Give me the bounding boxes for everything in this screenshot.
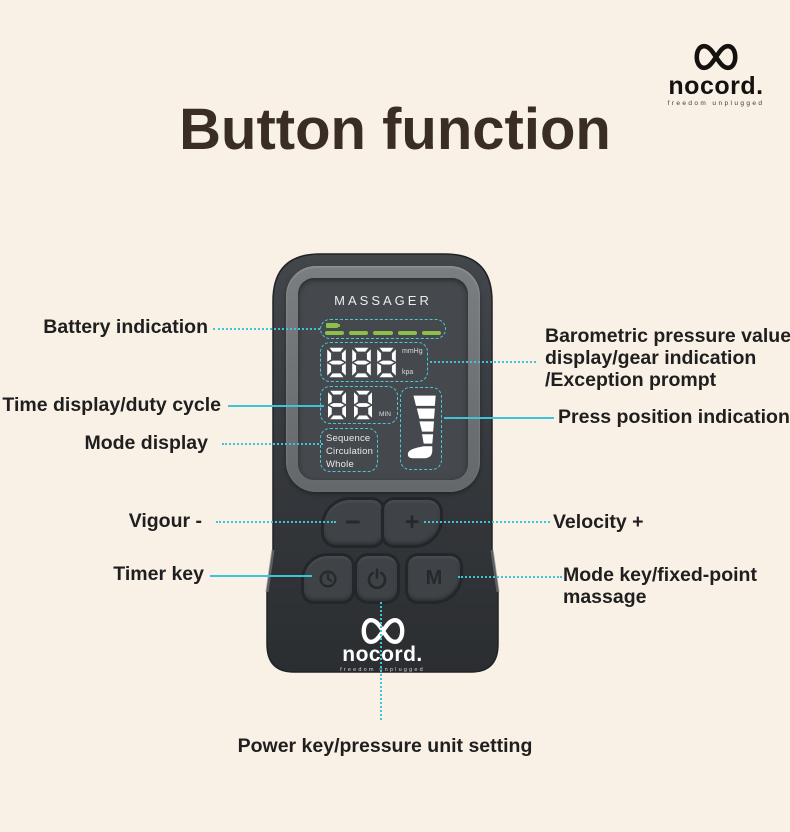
brand-name: nocord. [668,72,764,100]
label-mode-display: Mode display [84,432,208,454]
power-icon [367,568,387,589]
label-velocity-plus: Velocity + [553,511,644,533]
press-position-callout-line [444,417,554,419]
lcd-screen: MASSAGER mmHg kpa MIN Sequenc [298,278,468,480]
mode-sequence: Sequence [326,433,371,444]
pressure-digits [325,346,398,378]
label-vigour-minus: Vigour - [128,510,202,532]
battery-icon [326,323,340,328]
leg-icon [407,395,436,459]
pressure-display: mmHg kpa [320,342,428,382]
mode-button[interactable]: M [408,556,460,601]
device-logo-tagline: freedom unplugged [340,667,425,673]
mode-display: Sequence Circulation Whole [320,428,378,472]
velocity-callout-line [424,521,550,523]
vigour-callout-line [216,521,336,523]
label-mode-key: Mode key/fixed-point massage [563,564,757,608]
label-press-position: Press position indication [558,406,790,428]
time-unit-min: MIN [379,411,391,418]
timer-button[interactable] [304,556,352,601]
time-display: MIN [320,386,398,424]
time-callout-line [228,405,324,407]
battery-indicator [320,319,446,339]
device-logo-name: nocord. [342,643,423,666]
barometric-callout-line [430,361,536,363]
power-callout-line [380,602,382,720]
remote-control-device: MASSAGER mmHg kpa MIN Sequenc [265,252,500,674]
label-power-key: Power key/pressure unit setting [237,735,533,757]
power-button[interactable] [357,556,397,601]
infinity-logo-icon [694,43,738,71]
page-title: Button function [179,97,611,162]
plus-icon: + [404,508,420,536]
mode-button-label: M [425,567,443,589]
clock-icon [319,569,337,588]
minus-icon: − [345,507,361,537]
time-digits [325,390,375,420]
mode-whole: Whole [326,459,354,470]
press-position-indicator [400,387,442,470]
pressure-unit-kpa: kpa [402,369,414,376]
battery-bars [325,330,442,335]
brand-tagline: freedom unplugged [667,100,765,107]
timer-callout-line [210,575,312,577]
device-logo: nocord. freedom unplugged [265,618,500,673]
mode-callout-line [222,443,323,445]
pressure-unit-mmhg: mmHg [402,348,423,355]
brand-logo: nocord. freedom unplugged [656,42,776,107]
label-battery-indication: Battery indication [43,316,208,338]
screen-title: MASSAGER [334,293,432,308]
label-barometric-pressure: Barometric pressure value display/gear i… [545,325,790,391]
infinity-logo-icon [361,618,404,644]
label-time-display: Time display/duty cycle [2,394,221,416]
battery-callout-line [213,328,320,330]
label-timer-key: Timer key [113,563,204,585]
mode-key-callout-line [458,576,562,578]
mode-circulation: Circulation [326,446,374,457]
